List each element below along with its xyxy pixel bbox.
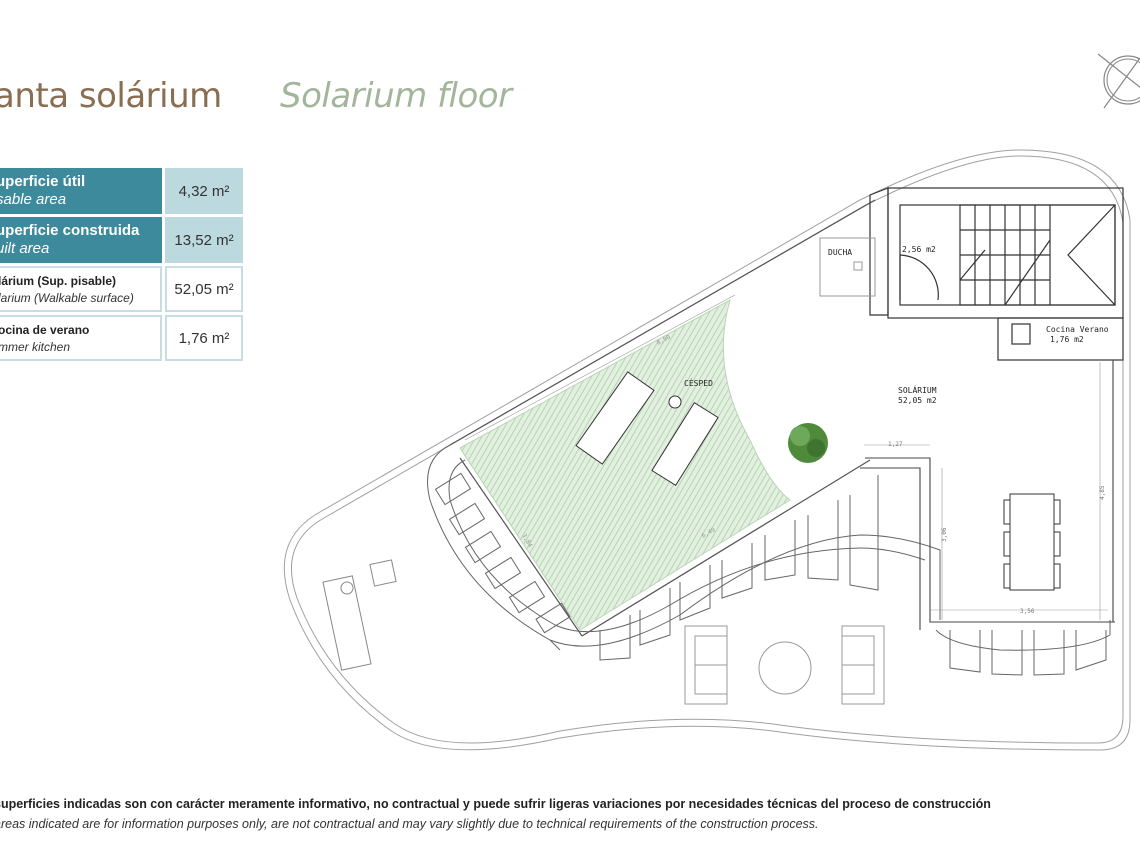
areas-table: uperficie útil sable area 4,32 m² uperfi… [0, 168, 246, 364]
area-row-built: uperficie construida uilt area 13,52 m² [0, 217, 246, 263]
sink-icon [1011, 323, 1031, 345]
area-label-es: uperficie construida [0, 222, 140, 239]
room-label-shower: DUCHA [828, 248, 852, 257]
area-value: 1,76 m² [165, 315, 243, 361]
planter-band [427, 444, 1111, 651]
area-label: uperficie construida uilt area [0, 217, 162, 263]
disclaimer-spanish: superficies indicadas son con carácter m… [0, 797, 991, 811]
page-title-english: Solarium floor [280, 76, 512, 116]
dim-terrace-bottom: 3,56 [1020, 608, 1035, 615]
area-row-usable: uperficie útil sable area 4,32 m² [0, 168, 246, 214]
dim-terrace-right: 4,85 [1099, 485, 1106, 500]
room-label-solarium: SOLÁRIUM [898, 384, 937, 395]
person-head-icon [668, 395, 682, 409]
disclaimer-english: areas indicated are for information purp… [0, 817, 819, 831]
summer-kitchen [997, 317, 1124, 361]
room-label-stair: 2,56 m2 [902, 245, 936, 254]
area-label-es: uperficie útil [0, 173, 86, 190]
area-label-en: mmer kitchen [0, 340, 71, 354]
area-row-solarium: lárium (Sup. pisable) larium (Walkable s… [0, 266, 246, 312]
area-label: ocina de verano mmer kitchen [0, 315, 162, 361]
plot-boundary [283, 149, 1131, 751]
room-label-kitchen-area: 1,76 m2 [1050, 335, 1084, 344]
area-label-lawn: CÉSPED [684, 377, 713, 388]
planter-cells [434, 472, 1107, 676]
dining-table [1003, 493, 1061, 591]
left-sunbed [322, 559, 397, 671]
area-label-en: uilt area [0, 240, 50, 257]
door-swing [899, 254, 939, 301]
lawn-area [459, 298, 791, 631]
lounge-set [684, 625, 885, 705]
area-label-es: lárium (Sup. pisable) [0, 274, 117, 288]
side-table [369, 559, 397, 587]
area-value: 4,32 m² [165, 168, 243, 214]
dim-terrace-left: 3,06 [941, 527, 948, 542]
area-label-en: sable area [0, 191, 67, 208]
lawn-furniture [575, 371, 719, 487]
lawn-border [449, 199, 876, 637]
building-core [869, 187, 1124, 361]
area-value: 13,52 m² [165, 217, 243, 263]
area-label-en: larium (Walkable surface) [0, 291, 134, 305]
shower-area [819, 237, 876, 297]
disclaimer: superficies indicadas son con carácter m… [0, 797, 1140, 831]
area-value: 52,05 m² [165, 266, 243, 312]
tree-icon [788, 423, 828, 463]
area-row-summer-kitchen: ocina de verano mmer kitchen 1,76 m² [0, 315, 246, 361]
room-label-solarium-area: 52,05 m2 [898, 396, 937, 405]
area-label-es: ocina de verano [0, 323, 90, 337]
floor-plan-drawing: 8,90 3,84 6,49 [283, 149, 1131, 751]
sunbed-lawn [651, 401, 719, 487]
terrace [860, 360, 1115, 630]
page-title-spanish: anta solárium [0, 76, 222, 116]
area-label: uperficie útil sable area [0, 168, 162, 214]
area-label: lárium (Sup. pisable) larium (Walkable s… [0, 266, 162, 312]
north-arrow-compass-icon [1097, 53, 1140, 109]
lawn-table [575, 371, 655, 465]
dim-terrace-top: 1,27 [888, 441, 903, 448]
room-label-kitchen: Cocina Verano [1046, 325, 1109, 334]
